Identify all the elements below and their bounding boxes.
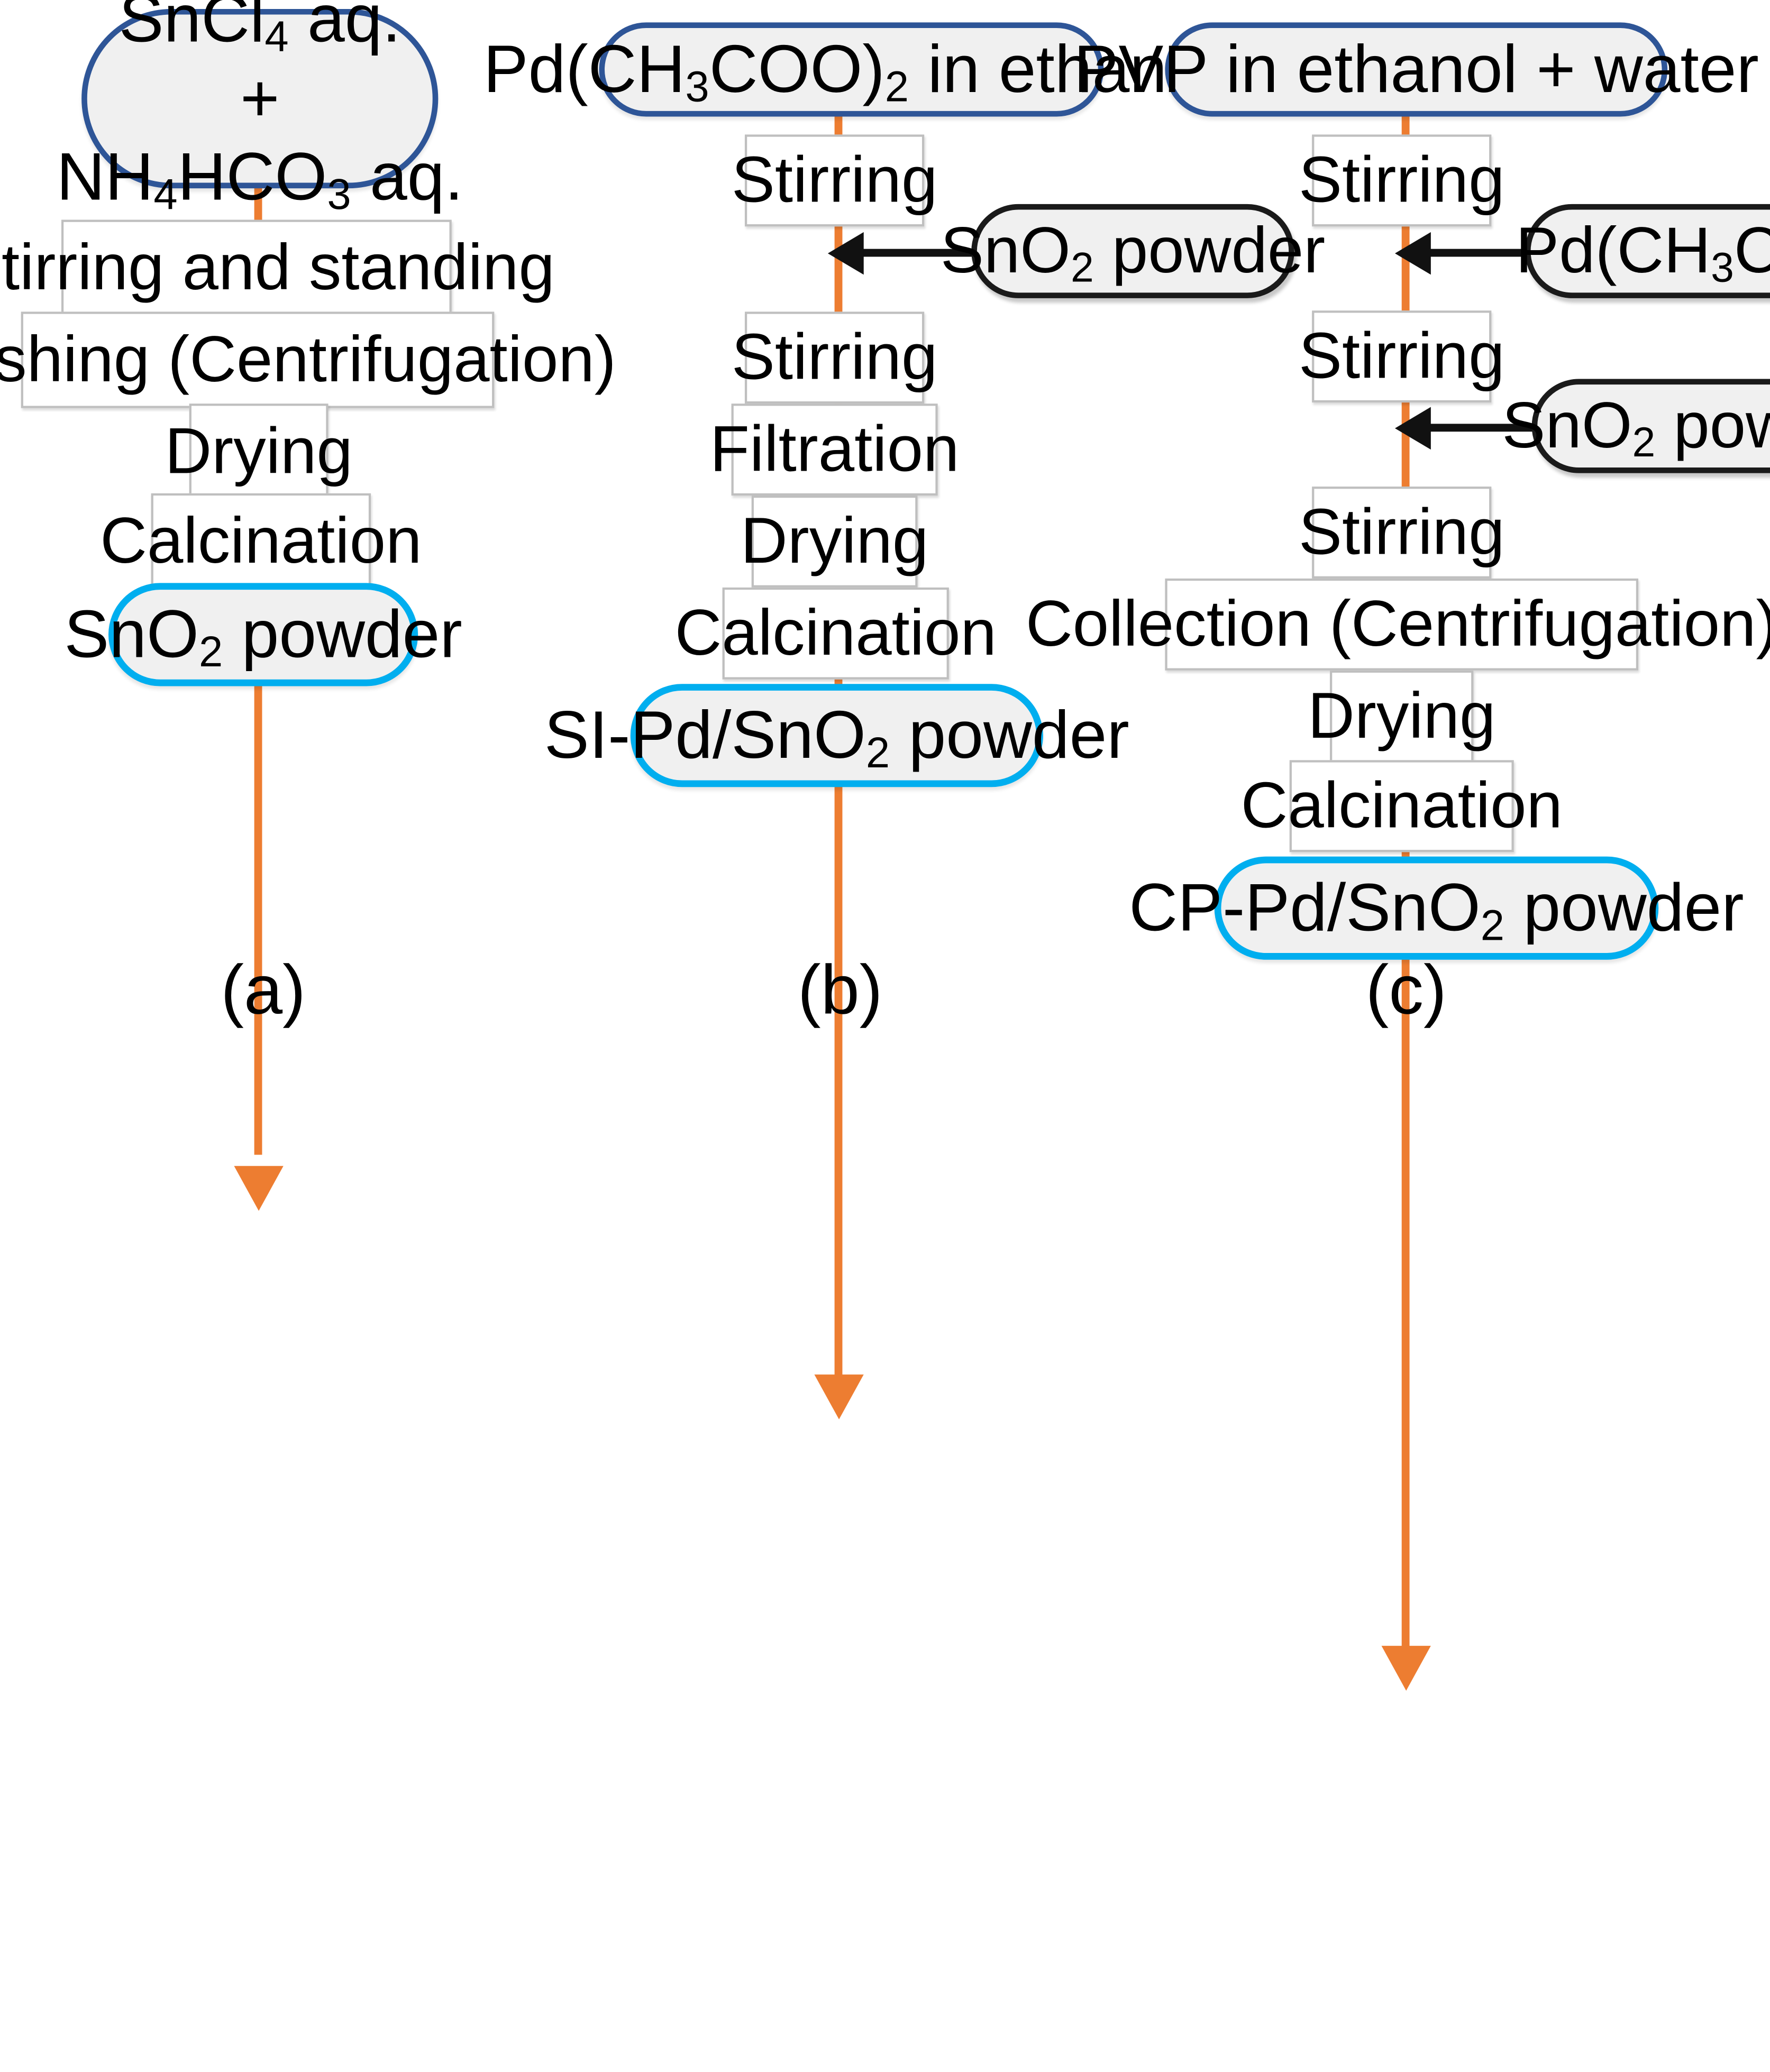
node-b-step-4-label: Drying — [740, 504, 929, 577]
side-arrow-head-c-1 — [1395, 232, 1431, 275]
node-a-step-1: Stirring and standing — [0, 219, 555, 316]
node-c-step-4-label: Collection (Centrifugation) — [1025, 587, 1770, 661]
node-c-step-5-label: Drying — [1308, 679, 1496, 753]
side-arrow-c-2 — [1421, 424, 1534, 432]
node-a-step-1-label: Stirring and standing — [0, 231, 555, 304]
node-a-product-label: SnO2 powder — [64, 595, 462, 676]
node-c-product: CP-Pd/SnO2 powder — [1129, 856, 1744, 960]
caption-c: (c) — [1365, 951, 1447, 1030]
node-c-step-1: Stirring — [1299, 134, 1504, 227]
node-b-input-1-label: SnO2 powder — [940, 214, 1326, 290]
arrowhead-b-product — [814, 1374, 864, 1419]
node-b-step-1-label: Stirring — [731, 143, 938, 216]
node-c-step-5: Drying — [1308, 670, 1495, 763]
node-c-start: PVP in ethanol + water — [1074, 22, 1759, 117]
node-b-step-4: Drying — [741, 496, 928, 588]
node-b-step-2: Stirring — [732, 311, 937, 404]
node-c-input-1: Pd(CH3COO)2 — [1516, 204, 1770, 298]
panel-a: SnCl4 aq. + NH4HCO3 aq. Stirring and sta… — [0, 0, 616, 2072]
node-a-start-label: SnCl4 aq. + NH4HCO3 aq. — [56, 0, 463, 220]
node-c-input-1-label: Pd(CH3COO)2 — [1516, 214, 1770, 290]
node-b-product-label: SI-Pd/SnO2 powder — [544, 696, 1129, 777]
node-b-step-5-label: Calcination — [674, 596, 997, 670]
caption-a: (a) — [221, 951, 306, 1030]
node-c-step-2: Stirring — [1299, 310, 1504, 403]
node-a-step-4-label: Calcination — [100, 504, 422, 577]
node-a-step-3-label: Drying — [165, 414, 353, 488]
node-c-input-2: SnO2 powder — [1502, 379, 1770, 473]
node-a-product: SnO2 powder — [64, 583, 462, 686]
node-a-step-2: Washing (Centrifugation) — [0, 311, 616, 408]
node-c-step-3: Stirring — [1299, 487, 1504, 579]
node-b-step-2-label: Stirring — [731, 320, 938, 393]
node-c-step-3-label: Stirring — [1298, 495, 1505, 569]
node-b-step-1: Stirring — [732, 134, 937, 227]
node-b-step-3: Filtration — [710, 404, 959, 496]
caption-b: (b) — [797, 951, 883, 1030]
node-c-input-2-label: SnO2 powder — [1502, 389, 1770, 465]
side-arrow-b-1 — [854, 249, 974, 257]
panel-c: PVP in ethanol + water Stirring Pd(CH3CO… — [1026, 0, 1770, 2072]
node-a-step-4: Calcination — [100, 493, 422, 590]
node-c-product-label: CP-Pd/SnO2 powder — [1129, 869, 1744, 950]
node-c-step-6: Calcination — [1241, 760, 1563, 852]
arrowhead-a-product — [234, 1166, 284, 1211]
node-c-step-1-label: Stirring — [1298, 143, 1505, 216]
side-arrow-head-b-1 — [827, 232, 864, 275]
node-b-product: SI-Pd/SnO2 powder — [544, 684, 1129, 787]
panel-b: Pd(CH3COO)2 in ethanol Stirring SnO2 pow… — [483, 0, 1325, 2072]
side-arrow-c-1 — [1421, 249, 1528, 257]
node-c-step-4: Collection (Centrifugation) — [1026, 578, 1770, 671]
node-c-step-2-label: Stirring — [1298, 319, 1505, 392]
node-a-step-2-label: Washing (Centrifugation) — [0, 323, 616, 396]
process-flow-figure: SnCl4 aq. + NH4HCO3 aq. Stirring and sta… — [0, 0, 1770, 1691]
node-a-start: SnCl4 aq. + NH4HCO3 aq. — [57, 0, 463, 217]
node-b-step-3-label: Filtration — [709, 412, 960, 485]
node-c-step-6-label: Calcination — [1240, 768, 1563, 842]
node-c-start-label: PVP in ethanol + water — [1073, 31, 1759, 106]
node-b-step-5: Calcination — [675, 587, 997, 680]
node-b-start: Pd(CH3COO)2 in ethanol — [483, 22, 1219, 117]
node-a-step-3: Drying — [165, 404, 353, 500]
side-arrow-head-c-2 — [1395, 407, 1431, 450]
arrowhead-c-product — [1381, 1646, 1431, 1691]
node-b-input-1: SnO2 powder — [941, 204, 1325, 298]
